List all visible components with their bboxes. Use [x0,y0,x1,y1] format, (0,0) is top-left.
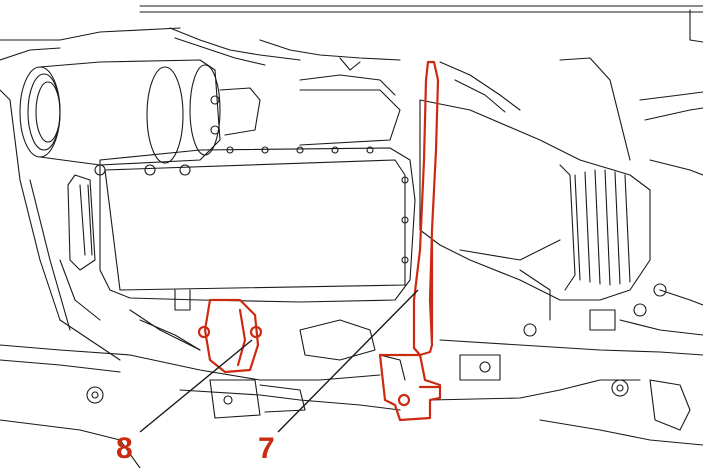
callout-7: 7 [258,432,275,465]
transmission [419,99,651,337]
ac-compressor [19,59,261,176]
right-frame [559,57,703,336]
leader-lines [139,289,419,433]
crank-pulley-highlight [197,298,263,374]
top-frame [0,5,703,43]
lower-components [139,319,406,419]
subframe [0,339,703,468]
dipstick-tube-highlight [378,60,442,422]
leader-line-8 [139,339,253,433]
left-frame [0,47,121,361]
belt-pulleys [59,174,201,351]
leader-line-7 [277,289,419,433]
oil-pan [99,146,416,311]
upper-hoses [169,27,521,146]
callout-8: 8 [116,432,133,465]
